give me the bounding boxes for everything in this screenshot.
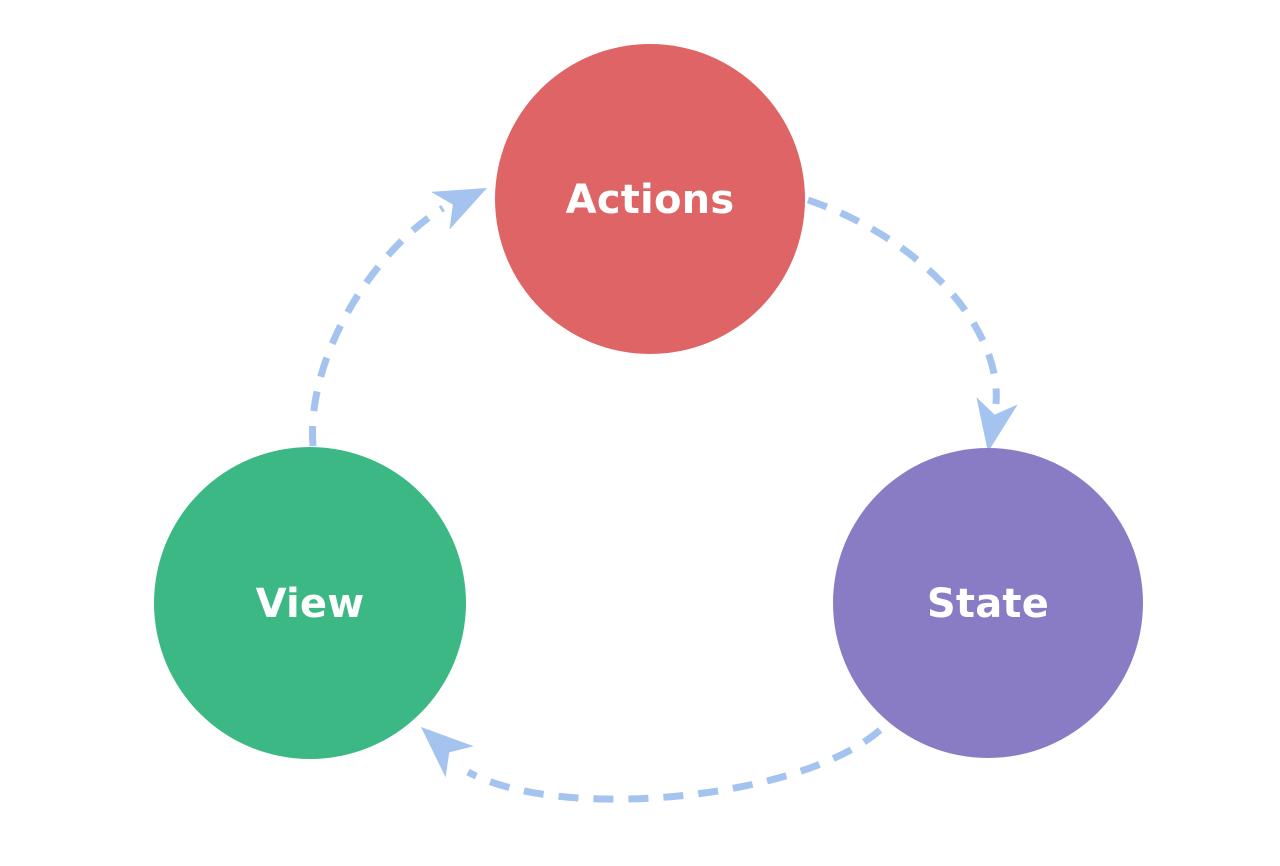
node-view[interactable]: View — [154, 447, 466, 759]
node-state[interactable]: State — [833, 448, 1143, 758]
node-actions[interactable]: Actions — [495, 44, 805, 354]
node-state-label: State — [927, 581, 1049, 627]
edge-state-to-view — [421, 727, 883, 803]
edge-view-to-actions-path — [308, 205, 445, 447]
node-actions-label: Actions — [566, 177, 735, 223]
node-view-label: View — [256, 581, 365, 627]
node-view-circle[interactable] — [154, 447, 466, 759]
node-actions-circle[interactable] — [495, 44, 805, 354]
edge-actions-to-state-path — [806, 196, 1000, 405]
edge-state-to-view-path — [466, 727, 883, 803]
edge-view-to-actions-arrowhead — [431, 188, 487, 230]
edge-state-to-view-arrowhead — [421, 727, 474, 778]
edge-actions-to-state — [806, 196, 1018, 452]
node-state-circle[interactable] — [833, 448, 1143, 758]
edge-view-to-actions — [308, 188, 487, 447]
edge-actions-to-state-arrowhead — [976, 397, 1018, 452]
